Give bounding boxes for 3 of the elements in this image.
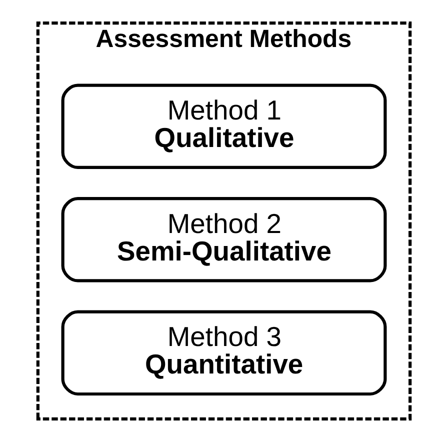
node-box: Method 1 Qualitative: [60, 84, 386, 170]
node-box: Method 3 Quantitative: [60, 310, 386, 396]
node-box: Method 2 Semi-Qualitative: [60, 197, 386, 282]
